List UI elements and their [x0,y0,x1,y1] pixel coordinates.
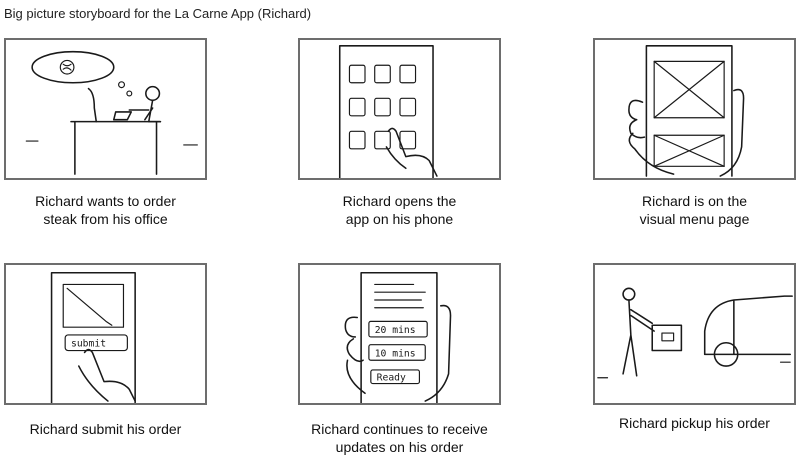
storyboard-panel-2 [298,38,501,180]
panel-5-caption: Richard continues to receive updates on … [311,421,488,455]
storyboard-panel-4: submit [4,263,207,405]
panel-2-caption: Richard opens the app on his phone [342,193,457,227]
submit-order-sketch: submit [50,271,136,403]
office-desk-sketch [25,50,198,175]
pickup-order-sketch [597,287,793,379]
panel-3-caption: Richard is on the visual menu page [639,193,750,227]
order-updates-sketch: 20 mins 10 mins Ready [344,271,452,403]
storyboard-panel-1 [4,38,207,180]
storyboard-panel-5: 20 mins 10 mins Ready [298,263,501,405]
storyboard-panel-6 [593,263,796,405]
storyboard-panel-3 [593,38,796,180]
panel-6-caption: Richard pickup his order [619,415,770,431]
update-20-mins-text: 20 mins [375,325,416,336]
page-title: Big picture storyboard for the La Carne … [4,6,312,21]
update-10-mins-text: 10 mins [375,348,416,359]
submit-button-sketch-text: submit [71,339,106,350]
panel-1-caption: Richard wants to order steak from his of… [35,193,176,227]
update-ready-text: Ready [377,373,406,384]
panel-4-caption: Richard submit his order [29,421,182,437]
phone-app-icons-sketch [338,45,438,178]
visual-menu-sketch [628,45,745,177]
